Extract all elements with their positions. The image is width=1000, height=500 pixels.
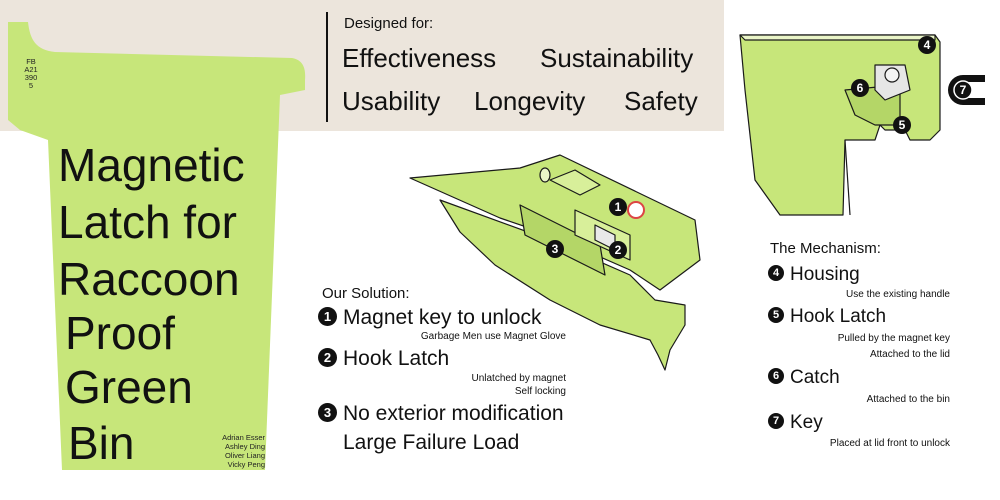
title-line: Magnetic: [58, 139, 245, 191]
solution-item-label: Magnet key to unlock: [343, 306, 542, 329]
callout-6-marker: [851, 79, 869, 97]
mechanism-item: 5 Hook Latch: [768, 306, 886, 328]
number-badge: 7: [768, 412, 784, 429]
number-badge: 5: [768, 306, 784, 323]
magnet-key-icon: 7: [948, 75, 985, 105]
mechanism-item-note: Attached to the bin: [866, 394, 950, 405]
divider: [326, 12, 328, 122]
callout-label: 4: [924, 38, 931, 52]
mechanism-item: 4 Housing: [768, 264, 860, 286]
title-line: Green: [65, 361, 193, 413]
callout-label: 2: [615, 243, 622, 257]
callout-4-marker: [918, 36, 936, 54]
number-badge: 6: [768, 367, 784, 384]
callout-label: 1: [615, 200, 622, 214]
goal-label: Sustainability: [540, 43, 694, 73]
solution-item-note: Self locking: [514, 386, 566, 397]
solution-item: 3 No exterior modification: [318, 402, 564, 426]
goal-label: Safety: [624, 86, 698, 116]
solution-heading: Our Solution:: [322, 285, 410, 302]
number-badge: 2: [318, 347, 337, 367]
mechanism-item-label: Key: [790, 412, 823, 433]
number-badge: 1: [318, 306, 337, 326]
solution-item-label: No exterior modification: [343, 402, 564, 425]
title-line: Proof: [65, 307, 175, 359]
callout-2-marker: [609, 241, 627, 259]
mechanism-item-label: Housing: [790, 264, 860, 285]
solution-item-label: Hook Latch: [343, 347, 450, 370]
number-badge: 3: [318, 402, 337, 422]
author-name: Adrian Esser: [222, 433, 265, 442]
mechanism-item-note: Use the existing handle: [846, 289, 950, 300]
solution-extra: Large Failure Load: [343, 431, 520, 454]
mechanism-item-note: Pulled by the magnet key: [837, 333, 950, 344]
latch-assembly-illustration: 1 2 3: [409, 154, 701, 371]
mechanism-item-label: Hook Latch: [790, 306, 887, 327]
callout-1-marker: [609, 198, 627, 216]
author-list: Adrian Esser Ashley Ding Oliver Liang Vi…: [205, 433, 265, 469]
magnet-icon: [627, 201, 645, 219]
solution-item-note: Garbage Men use Magnet Glove: [420, 331, 566, 342]
title-line: Bin: [68, 417, 135, 469]
callout-label: 7: [960, 83, 967, 97]
title-line: Latch for: [58, 196, 237, 248]
mechanism-item: 6 Catch: [768, 367, 840, 389]
goal-label: Effectiveness: [342, 43, 497, 73]
callout-3-marker: [546, 240, 564, 258]
callout-label: 6: [857, 81, 864, 95]
author-name: Ashley Ding: [224, 442, 265, 451]
callout-label: 5: [899, 118, 906, 132]
author-name: Oliver Liang: [224, 451, 265, 460]
mechanism-item: 7 Key: [768, 412, 823, 434]
bin-code: FBA213905: [24, 57, 38, 90]
designed-for-heading: Designed for:: [344, 15, 434, 32]
number-badge: 4: [768, 264, 784, 281]
mechanism-item-note: Placed at lid front to unlock: [829, 438, 950, 449]
mechanism-item-label: Catch: [790, 367, 840, 388]
mechanism-heading: The Mechanism:: [770, 240, 881, 257]
title-line: Raccoon: [58, 253, 240, 305]
mechanism-item-note: Attached to the lid: [869, 349, 950, 360]
goal-label: Longevity: [474, 86, 586, 116]
author-name: Vicky Peng: [227, 460, 265, 469]
cross-section-illustration: 4 6 5 7: [739, 34, 985, 216]
green-bin-illustration: [8, 22, 306, 470]
solution-item: 2 Hook Latch: [318, 347, 449, 371]
callout-5-marker: [893, 116, 911, 134]
goal-label: Usability: [342, 86, 441, 116]
callout-label: 3: [552, 242, 559, 256]
solution-item-note: Unlatched by magnet: [471, 373, 566, 384]
solution-item: 1 Magnet key to unlock: [318, 306, 541, 330]
